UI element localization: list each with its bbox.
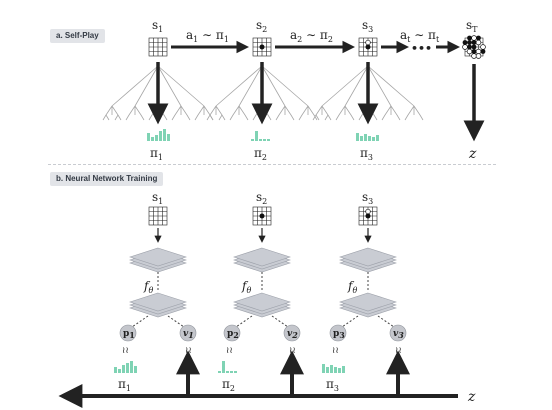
outcome-z-training: z (467, 389, 476, 405)
policy-label-top-3: π3 (360, 146, 373, 162)
network-layers-lower-3 (340, 293, 396, 317)
training-policy-label-1: π1 (118, 377, 131, 393)
match-symbol-value-3: ≀≀ (395, 346, 402, 356)
value-output-label-2: v2 (287, 329, 298, 340)
move-label-t: at ∼ πt (400, 28, 440, 44)
network-layers-upper-2 (234, 248, 290, 272)
self-play-state-terminal: sT (462, 18, 486, 59)
network-layers-upper-1 (130, 248, 186, 272)
policy-label-top-2: π2 (254, 146, 267, 162)
training-state-label-s3: s3 (362, 190, 373, 206)
training-policy-label-3: π3 (326, 377, 339, 393)
network-layers-upper-3 (340, 248, 396, 272)
outcome-z-self-play: z (468, 146, 477, 162)
section-tag-self-play: a. Self-Play (50, 29, 105, 43)
match-symbol-policy-1: ≀≀ (122, 346, 129, 356)
outcome-feedback-arrows (58, 350, 458, 408)
training-state-label-s1: s1 (152, 190, 163, 206)
network-layers-lower-1 (130, 293, 186, 317)
training-column-3: s3 fθ p3 v3 ≀≀ (329, 190, 407, 356)
training-policy-histogram-1 (114, 361, 137, 373)
policy-output-label-2: p2 (227, 329, 239, 340)
network-layers-lower-2 (234, 293, 290, 317)
match-symbol-value-1: ≀≀ (185, 346, 192, 356)
policy-label-top-1: π1 (150, 146, 163, 162)
move-arrow-2: a2 ∼ π2 (275, 28, 356, 54)
policy-output-node-2 (223, 324, 241, 342)
match-symbol-policy-2: ≀≀ (226, 346, 233, 356)
self-play-state-1: s1 (148, 18, 168, 57)
section-tag-training: b. Neural Network Training (50, 172, 164, 186)
network-label-3: fθ (347, 279, 357, 295)
move-arrow-1: a1 ∼ π1 (171, 28, 250, 54)
value-output-node-3 (389, 324, 407, 342)
value-output-node-2 (283, 324, 301, 342)
training-state-label-s2: s2 (256, 190, 267, 206)
move-label-1: a1 ∼ π1 (186, 28, 229, 44)
training-board-1 (148, 206, 168, 226)
policy-histogram-2 (251, 131, 270, 141)
state-label-sT: sT (466, 18, 478, 34)
state-label-s1: s1 (152, 18, 163, 34)
network-label-2: fθ (241, 279, 251, 295)
move-arrow-3: at ∼ πt ••• (381, 28, 461, 55)
training-column-2: s2 fθ p2 v2 ≀≀ (223, 190, 301, 356)
move-label-2: a2 ∼ π2 (290, 28, 333, 44)
training-column-1: s1 fθ p1 v1 ≀≀ (119, 190, 197, 356)
match-symbol-policy-3: ≀≀ (332, 346, 339, 356)
policy-output-label-1: p1 (123, 329, 135, 340)
state-label-s2: s2 (256, 18, 267, 34)
policy-histogram-1 (147, 129, 170, 141)
self-play-state-2: s2 (252, 18, 272, 57)
training-policy-histogram-3 (322, 364, 345, 373)
network-label-1: fθ (143, 279, 153, 295)
policy-output-node-1 (119, 324, 137, 342)
match-symbol-value-2: ≀≀ (289, 346, 296, 356)
self-play-state-3: s3 (358, 18, 378, 57)
section-divider (48, 164, 496, 165)
ellipsis: ••• (411, 42, 432, 55)
training-policy-histogram-2 (218, 361, 237, 373)
policy-output-node-3 (329, 324, 347, 342)
value-output-label-3: v3 (393, 329, 404, 340)
training-policy-label-2: π2 (222, 377, 235, 393)
policy-output-label-3: p3 (333, 329, 345, 340)
value-output-node-1 (179, 324, 197, 342)
policy-histogram-3 (356, 133, 379, 141)
value-output-label-1: v1 (183, 329, 194, 340)
state-label-s3: s3 (362, 18, 373, 34)
